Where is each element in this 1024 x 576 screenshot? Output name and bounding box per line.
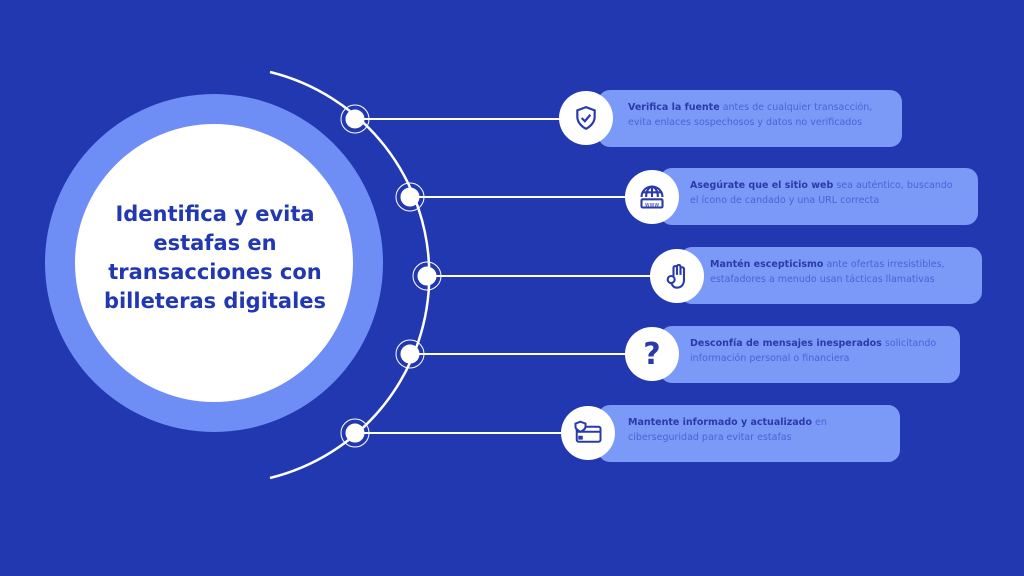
node [400, 187, 420, 207]
node-ring [340, 104, 370, 134]
node-ring [340, 418, 370, 448]
tip-text: antes de cualquier transacción, evita en… [628, 102, 873, 128]
tip-card-4: Desconfía de mensajes inesperados solici… [660, 326, 960, 383]
shield-check-icon [559, 91, 613, 145]
tip-bold: Mantente informado y actualizado [628, 417, 813, 428]
node-ring [412, 261, 442, 291]
tip-bold: Verifica la fuente [628, 102, 720, 113]
secure-card-icon [561, 406, 615, 460]
svg-text:www: www [645, 202, 660, 208]
tip-card-3: Mantén escepticismo ante ofertas irresis… [680, 247, 982, 304]
tip-text: solicitando información personal o finan… [690, 338, 937, 364]
tip-text: ante ofertas irresistibles, estafadores … [710, 259, 945, 285]
tip-card-5: Mantente informado y actualizado en cibe… [598, 405, 900, 462]
question-mark-icon: ? [625, 327, 679, 381]
node [345, 423, 365, 443]
node-ring [395, 339, 425, 369]
tip-text: sea auténtico, buscando el ícono de cand… [690, 180, 953, 206]
node-ring [395, 182, 425, 212]
hand-stop-icon [650, 249, 704, 303]
tip-card-2: Asegúrate que el sitio web sea auténtico… [660, 168, 978, 225]
tip-bold: Desconfía de mensajes inesperados [690, 338, 882, 349]
node [417, 266, 437, 286]
globe-www-icon: www [625, 170, 679, 224]
tip-text: en ciberseguridad para evitar estafas [628, 417, 827, 443]
page-title: Identifica y evita estafas en transaccio… [103, 202, 327, 313]
tip-bold: Mantén escepticismo [710, 259, 824, 270]
node [345, 109, 365, 129]
tip-bold: Asegúrate que el sitio web [690, 180, 834, 191]
node [400, 344, 420, 364]
tip-card-1: Verifica la fuente antes de cualquier tr… [598, 90, 902, 147]
title-circle [75, 124, 353, 402]
